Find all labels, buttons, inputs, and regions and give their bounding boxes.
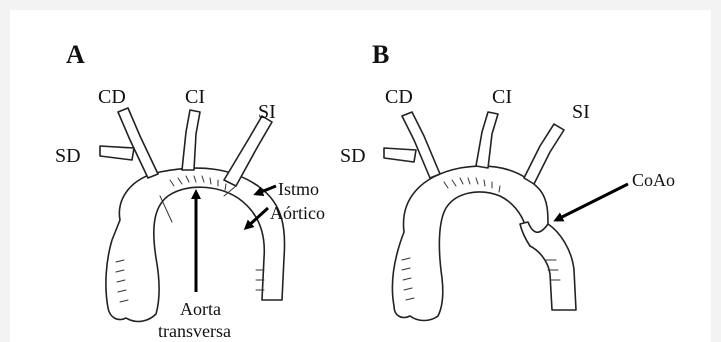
panel-b-sd-label: SD (340, 145, 366, 167)
panel-a-aorta-line2: transversa (158, 321, 231, 341)
panel-b-ci-branch (476, 112, 498, 168)
panel-a-cd-label: CD (98, 86, 126, 108)
panel-b-label: B (372, 40, 389, 69)
panel-b-aorta (392, 166, 576, 320)
panel-a-si-branch (224, 116, 272, 186)
panel-b-ci-label: CI (492, 86, 512, 108)
panel-a-si-label: SI (258, 101, 276, 123)
panel-a-label: A (66, 40, 85, 69)
panel-b-cd-label: CD (385, 86, 413, 108)
panel-b-coao-arrow (556, 184, 628, 220)
panel-b-si-branch (524, 124, 564, 184)
panel-a-istmo-line1: Istmo (278, 179, 319, 199)
panel-a-sd-label: SD (55, 145, 81, 167)
panel-a-sd-branch (100, 146, 134, 160)
panel-a-istmo-line2: Aórtico (270, 203, 325, 223)
panel-b-brachiocephalic (402, 112, 440, 178)
panel-a-ci-label: CI (185, 86, 205, 108)
panel-b-coao-label: CoAo (632, 170, 675, 190)
panel-a-brachiocephalic (118, 108, 158, 178)
panel-a-illustration (100, 108, 285, 321)
panel-b-sd-branch (384, 148, 416, 162)
panel-a-aorta-line1: Aorta (180, 299, 221, 319)
panel-b-si-label: SI (572, 101, 590, 123)
panel-b-illustration (384, 112, 576, 321)
panel-a-ci-branch (182, 110, 200, 170)
